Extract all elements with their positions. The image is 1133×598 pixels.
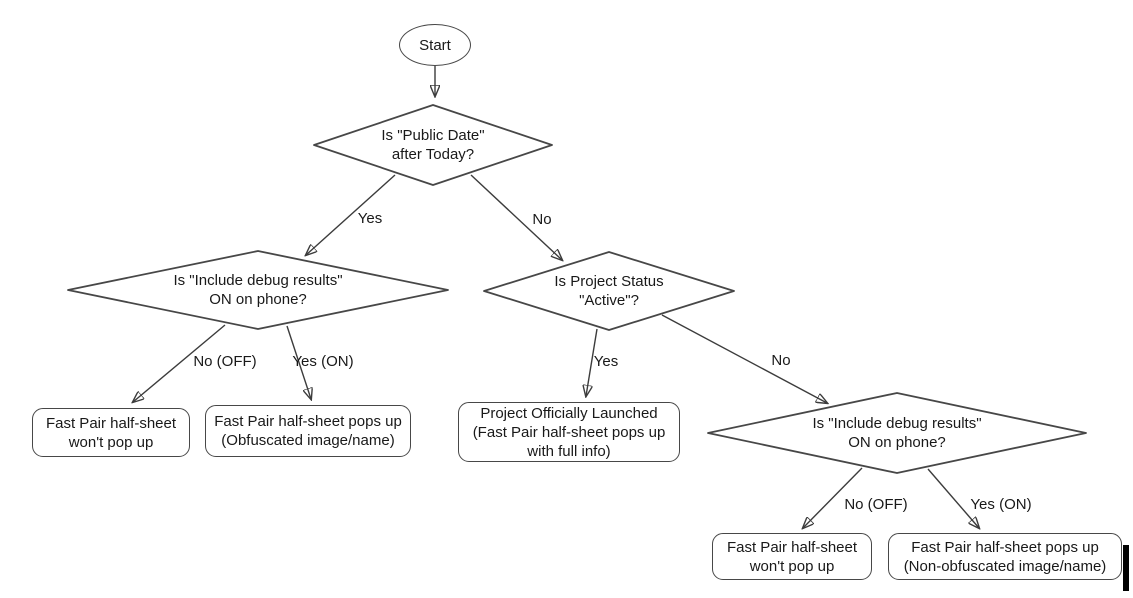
node-debug-right-label: Is "Include debug results" ON on phone? [812,415,982,451]
node-project-status-decision: Is Project Status "Active"? [481,249,737,333]
node-launched-label: Project Officially Launched (Fast Pair h… [472,404,666,460]
node-public-date-decision: Is "Public Date" after Today? [311,102,555,188]
node-no-popup-right-label: Fast Pair half-sheet won't pop up [726,538,858,575]
node-debug-left-decision: Is "Include debug results" ON on phone? [65,248,451,332]
node-start: Start [399,24,471,66]
node-launched: Project Officially Launched (Fast Pair h… [458,402,680,462]
edge-label-debug-left-yes: Yes (ON) [292,353,354,370]
node-debug-right-decision: Is "Include debug results" ON on phone? [705,390,1089,476]
node-obfuscated: Fast Pair half-sheet pops up (Obfuscated… [205,405,411,457]
node-no-popup-left-label: Fast Pair half-sheet won't pop up [45,414,177,451]
edge-label-project-status-yes: Yes [593,353,619,370]
node-no-popup-left: Fast Pair half-sheet won't pop up [32,408,190,457]
node-no-popup-right: Fast Pair half-sheet won't pop up [712,533,872,580]
node-project-status-label: Is Project Status "Active"? [554,273,664,309]
node-public-date-label: Is "Public Date" after Today? [381,127,485,163]
node-non-obfuscated-label: Fast Pair half-sheet pops up (Non-obfusc… [903,538,1107,575]
edge-label-project-status-no: No [771,352,791,369]
diamond-shape [313,104,553,186]
diamond-shape [707,392,1087,474]
node-start-label: Start [419,36,451,54]
edge-label-debug-right-yes: Yes (ON) [970,496,1032,513]
text-cursor [1123,545,1129,591]
node-non-obfuscated: Fast Pair half-sheet pops up (Non-obfusc… [888,533,1122,580]
edge-label-debug-right-no: No (OFF) [844,496,908,513]
edge-label-public-date-no: No [532,211,552,228]
edge-label-debug-left-no: No (OFF) [193,353,257,370]
edge-label-public-date-yes: Yes [357,210,383,227]
node-obfuscated-label: Fast Pair half-sheet pops up (Obfuscated… [214,413,402,449]
diamond-shape [67,250,449,330]
node-debug-left-label: Is "Include debug results" ON on phone? [173,272,343,308]
diamond-shape [483,251,735,331]
